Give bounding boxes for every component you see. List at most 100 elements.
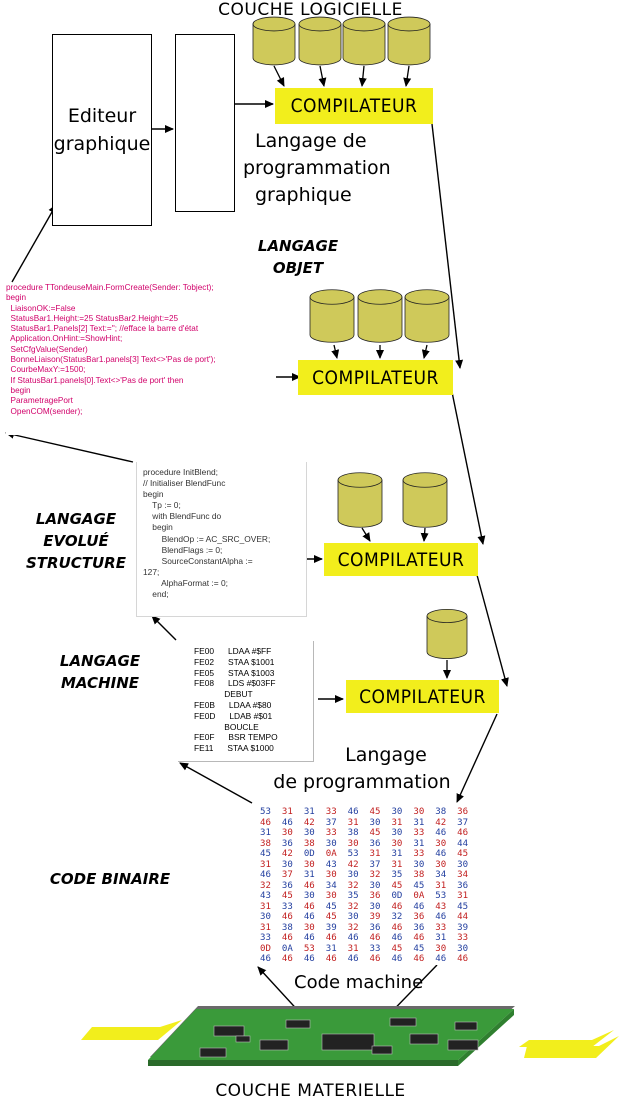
hex-byte: 31 [303,870,326,880]
hex-byte: 46 [303,880,326,891]
hex-byte: 45 [369,828,392,838]
hex-byte: 31 [391,817,414,828]
arrow-down [403,65,412,87]
label-structured-language: LANGAGE EVOLUÉ STRUCTURE [22,508,130,574]
hex-byte: 36 [369,891,392,901]
hex-byte: 32 [391,912,414,922]
hex-byte: 31 [391,859,414,870]
hex-byte: 46 [260,870,282,880]
cylinder-group-machine [426,609,468,679]
hex-byte: 35 [347,891,370,901]
hex-byte: 46 [413,901,436,912]
hex-byte: 46 [435,954,458,964]
hex-byte: 31 [457,891,469,901]
arrow-object-to-editor [11,204,57,283]
chip-icon [409,1033,439,1045]
hex-byte: 46 [391,954,414,964]
cylinder-group-graphic [252,16,431,87]
hex-byte: 42 [303,817,326,828]
hex-byte: 32 [347,880,370,891]
arrow-hex-to-asm [179,762,253,804]
hex-byte: 45 [325,901,348,912]
cylinder-group-structured [337,472,448,542]
hex-byte: 31 [347,943,370,954]
hex-byte: 30 [303,922,326,933]
hex-byte: 42 [435,817,458,828]
hex-byte: 45 [325,912,348,922]
hex-byte: 37 [369,859,392,870]
hex-byte: 45 [369,807,392,817]
hex-byte: 30 [347,912,370,922]
structured-code-block: procedure InitBlend; // Initialiser Blen… [136,462,307,617]
hex-row: 43 45 30 30 35 36 0D 0A 53 31 [260,891,468,902]
hex-row: 31 38 30 39 32 36 46 36 33 39 [260,922,468,934]
hex-byte: 34 [325,880,348,891]
arrow-compiler2-to-compiler3 [451,391,486,545]
hex-byte: 38 [281,922,304,933]
hex-byte: 31 [281,807,304,817]
database-cylinder-icon [252,16,296,66]
label-structured-language-line3: STRUCTURE [26,554,126,572]
chip-icon [235,1035,251,1043]
hex-row: 30 46 46 45 30 39 32 36 46 44 [260,912,468,923]
database-cylinder-icon [357,289,403,343]
hex-byte: 0D [391,891,414,901]
label-graphic-language: Langage de programmation graphique [243,128,391,209]
hex-row: 32 36 46 34 32 30 45 45 31 36 [260,880,468,892]
label-machine-language-line2: MACHINE [60,674,140,692]
hex-byte: 53 [347,849,370,859]
hex-byte: 46 [347,954,370,964]
hex-byte: 46 [281,817,304,828]
hex-byte: 46 [391,922,414,933]
label-object-language-line2: OBJET [272,259,324,277]
hex-byte: 38 [347,828,370,838]
compiler-machine: COMPILATEUR [346,680,499,713]
label-programming-language-line1: Langage [345,744,427,766]
title-software-layer: COUCHE LOGICIELLE [218,0,403,20]
hex-byte: 33 [369,943,392,954]
hex-byte: 31 [391,849,414,859]
hex-row: 31 30 30 43 42 37 31 30 30 30 [260,859,468,871]
hex-byte: 31 [325,943,348,954]
hex-byte: 36 [369,838,392,849]
right-bus-arrow [519,1030,614,1047]
hex-byte: 53 [435,891,458,901]
chip-icon [454,1021,478,1031]
arrow-asm-to-structured [151,615,177,641]
hex-byte: 46 [457,954,469,964]
arrow-down [361,527,371,542]
hex-byte: 42 [281,849,304,859]
hex-byte: 42 [347,859,370,870]
hex-byte: 31 [260,922,282,933]
hex-byte: 36 [413,912,436,922]
hex-row: 46 46 42 37 31 30 31 31 42 37 [260,817,468,829]
label-structured-language-line1: LANGAGE [35,510,117,528]
arrow-compiler4-to-hex [456,713,498,803]
hex-byte: 31 [435,933,458,943]
chip-icon [199,1047,227,1058]
hex-byte: 45 [281,891,304,901]
hex-byte: 46 [435,828,458,838]
hex-byte: 46 [347,933,370,943]
hex-byte: 46 [325,954,348,964]
database-cylinder-icon [342,16,386,66]
hex-byte: 33 [260,933,282,943]
label-graphic-language-line1: Langage de [255,130,367,152]
hex-byte: 46 [325,933,348,943]
hex-byte: 0D [260,943,282,954]
hex-byte: 45 [413,880,436,891]
database-cylinder-icon [404,289,450,343]
arrow-down [420,527,429,542]
compiler-structured: COMPILATEUR [324,543,478,576]
hex-byte: 30 [413,807,436,817]
hex-byte: 38 [413,870,436,880]
hex-byte: 45 [413,943,436,954]
hex-byte: 32 [347,901,370,912]
hex-byte: 31 [347,817,370,828]
hex-byte: 38 [435,807,458,817]
hex-byte: 31 [435,880,458,891]
arrow-down [318,65,327,87]
hex-byte: 44 [457,912,469,922]
hex-byte: 30 [303,859,326,870]
